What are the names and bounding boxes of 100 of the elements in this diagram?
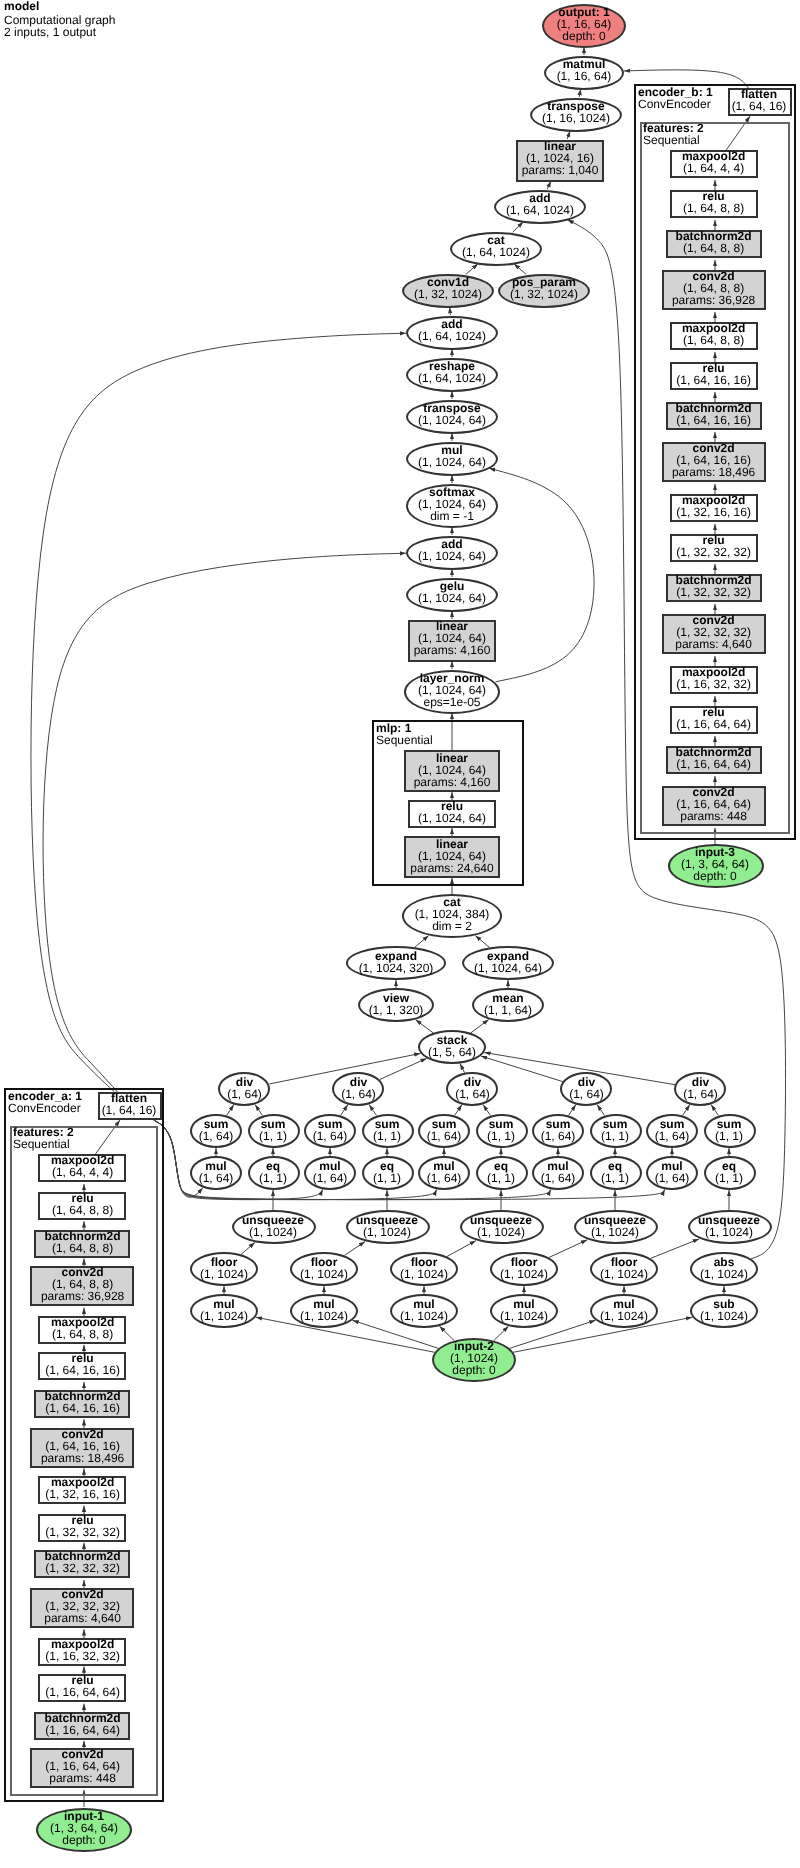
arrow [682,1104,691,1116]
function-ellipse [589,1114,641,1148]
layer-box [669,494,758,523]
layer-box [661,614,766,655]
arrow [81,1703,87,1714]
arrow [509,1319,597,1349]
arrow [438,1325,455,1342]
arrow [454,1104,463,1116]
arrow [449,712,455,751]
arrow [712,179,718,193]
function-ellipse [418,1030,486,1064]
arrow [81,1665,87,1677]
arrow [724,115,751,153]
layer-box [665,746,762,775]
arrow [449,474,455,484]
function-ellipse [190,1114,242,1148]
function-ellipse [532,1114,584,1148]
arrow [498,1147,504,1157]
function-ellipse [190,1156,242,1190]
arrow [268,1052,421,1085]
layer-box [30,1587,135,1628]
function-ellipse [446,1072,499,1106]
arrow [566,219,787,1260]
function-ellipse [450,231,542,265]
layer-box [669,190,758,219]
arrow [449,877,455,895]
layer-box [661,270,766,311]
function-ellipse [358,988,434,1022]
arrow [384,1189,390,1211]
function-ellipse [687,1210,771,1244]
function-ellipse [459,1210,543,1244]
arrow [81,1257,87,1269]
layer-box [669,666,758,695]
layer-box [38,1476,127,1505]
arrow [449,660,455,670]
arrow [449,610,455,620]
function-ellipse [218,1072,271,1106]
arrow [81,1579,87,1590]
arrow [255,1316,436,1353]
arrow [650,1238,700,1259]
arrow [505,979,511,989]
layer-box [661,442,766,483]
arrow [712,655,718,669]
arrow [81,1418,87,1429]
layer-box [34,1550,131,1579]
function-ellipse [404,669,500,713]
layer-box [661,786,766,827]
function-ellipse [247,1156,299,1190]
layer-box [38,1154,127,1183]
function-ellipse [190,1294,258,1328]
function-ellipse [406,483,498,527]
arrow [414,1019,434,1034]
arrow [493,1325,510,1342]
function-ellipse [590,1252,658,1286]
layer-box [669,534,758,563]
arrow [712,431,718,445]
arrow [577,88,582,98]
layer-box [34,1711,131,1740]
layer-box [34,1229,131,1257]
arrow [712,603,718,617]
function-ellipse [590,1294,658,1328]
arrow [414,935,430,948]
function-ellipse [475,1156,527,1190]
arrow [488,467,595,683]
arrow [449,791,455,801]
layer-box [665,230,762,259]
layer-box [408,800,496,828]
arrow [81,1628,87,1639]
arrow [482,1104,491,1116]
arrow [710,1104,719,1116]
arrow [254,1104,263,1116]
function-ellipse [646,1156,698,1190]
arrow [81,1183,87,1194]
arrow [555,1147,561,1157]
arrow [712,735,718,749]
arrow [712,483,718,497]
arrow [449,390,455,400]
arrow [351,1319,439,1349]
layer-box [38,1513,127,1542]
function-ellipse [406,577,498,611]
output-ellipse [542,3,626,47]
arrow [340,1104,349,1116]
layer-box [665,574,762,603]
arrow [449,827,455,837]
arrow [226,1104,235,1116]
layer-box [38,1674,127,1703]
arrow [512,1316,693,1353]
arrow [449,526,455,536]
function-ellipse [690,1294,758,1328]
arrow [474,935,490,948]
arrow [712,391,718,405]
function-ellipse [646,1114,698,1148]
function-ellipse [190,1252,258,1286]
function-ellipse [560,1072,613,1106]
function-ellipse [304,1156,356,1190]
arrow [81,1505,87,1516]
function-ellipse [346,946,446,980]
input-ellipse [36,1807,132,1851]
input-ellipse [667,844,763,888]
arrow [449,432,455,442]
